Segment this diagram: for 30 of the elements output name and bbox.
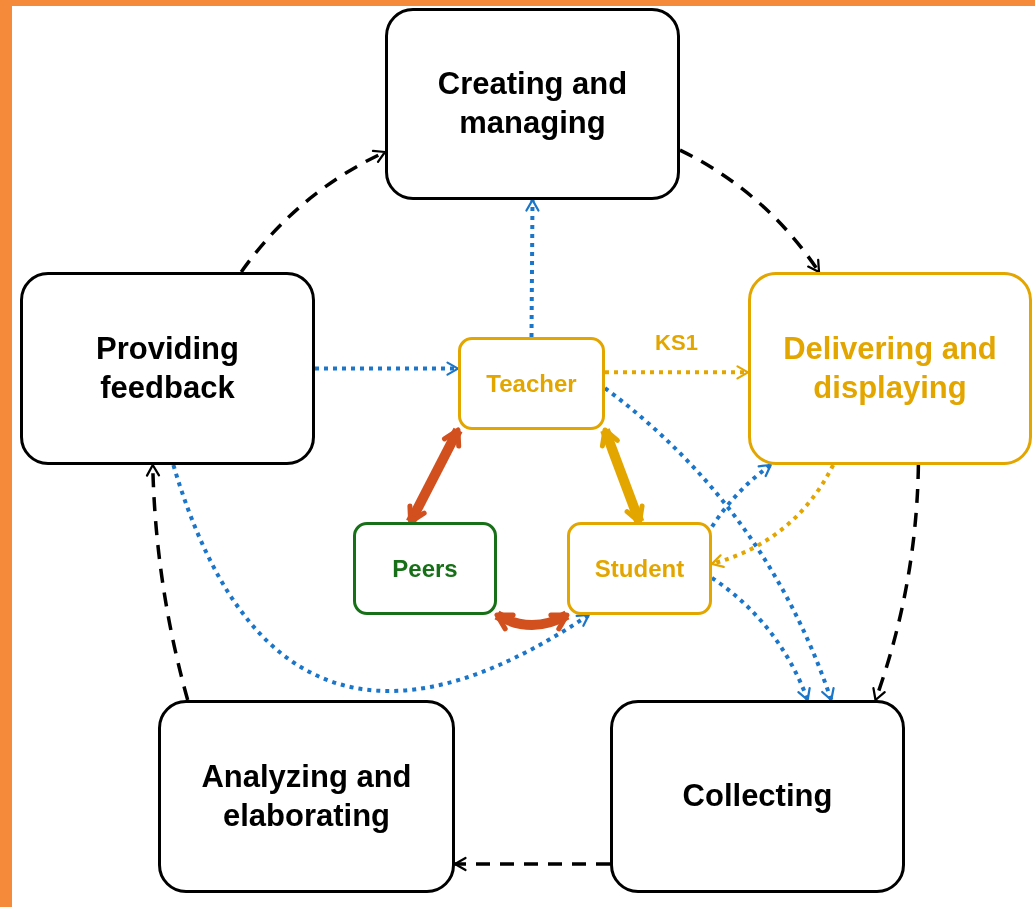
- process-box: [567, 522, 712, 615]
- arrow: [494, 610, 570, 632]
- process-box: [20, 272, 315, 465]
- box-label: Student: [594, 553, 685, 584]
- arrow: [710, 463, 772, 528]
- arrow: [171, 464, 590, 693]
- box-label: Peers: [392, 553, 458, 584]
- arrow: [710, 464, 835, 568]
- box-label: Delivering and displaying: [782, 329, 998, 407]
- process-box: [385, 8, 680, 200]
- arrow: [315, 361, 460, 376]
- process-box: [353, 522, 497, 615]
- box-label: Collecting: [682, 777, 833, 816]
- process-box: [458, 337, 605, 430]
- process-box: [748, 272, 1032, 465]
- arrow: [679, 148, 821, 274]
- arrow: [145, 463, 190, 701]
- arrow: [525, 198, 540, 337]
- arrow: [710, 576, 811, 702]
- arrow: [605, 365, 750, 380]
- box-label: Providing feedback: [95, 329, 240, 407]
- box-label: Creating and managing: [436, 65, 629, 142]
- box-label: Teacher: [486, 368, 577, 399]
- arrow: [872, 464, 921, 702]
- process-box: [158, 700, 455, 893]
- arrow: [603, 386, 835, 702]
- process-box: [610, 700, 905, 893]
- box-label: Analyzing and elaborating: [200, 757, 413, 835]
- arrow: [239, 150, 387, 274]
- arrow: [453, 856, 610, 872]
